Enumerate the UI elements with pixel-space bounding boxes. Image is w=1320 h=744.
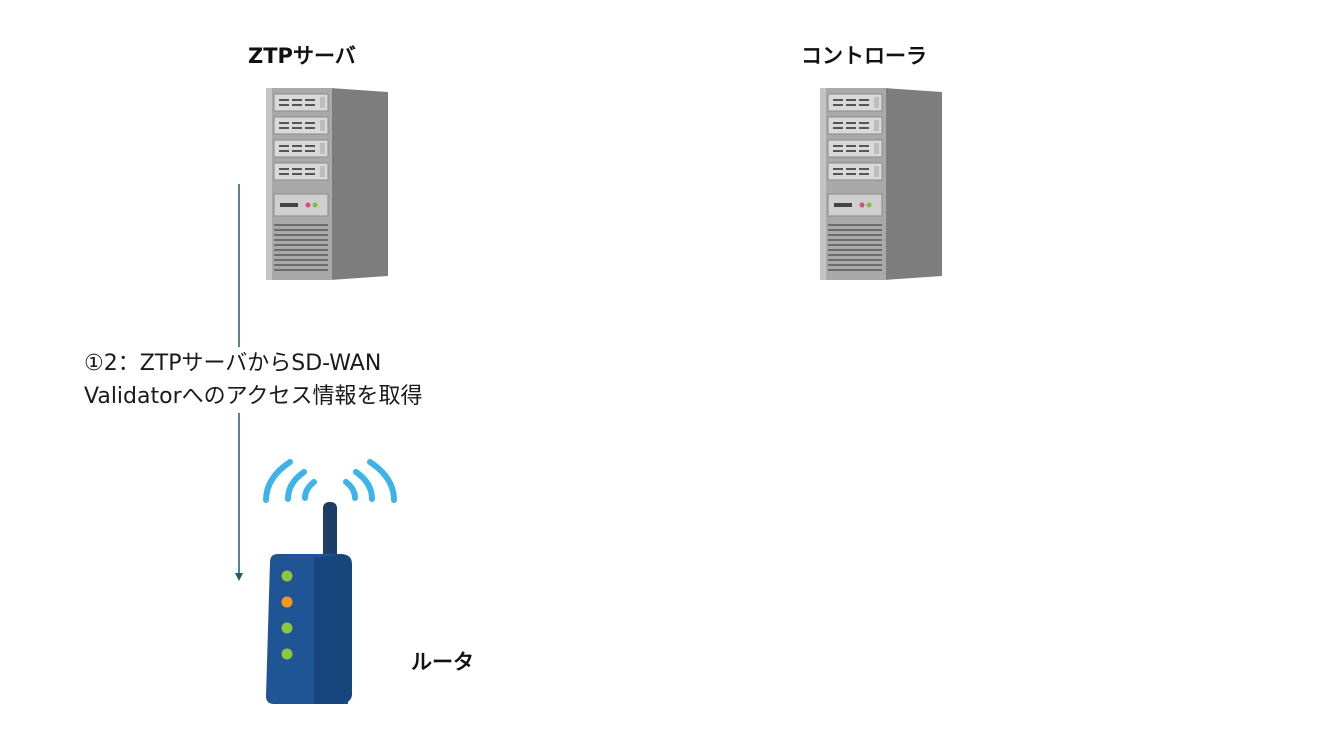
wifi-wave-icon (285, 469, 307, 502)
wifi-wave-icon (353, 469, 375, 502)
router-icon (263, 459, 397, 704)
controller-server-icon (820, 88, 942, 280)
wifi-wave-icon (343, 479, 358, 501)
step-description-line1: ①2：ZTPサーバからSD-WAN (84, 351, 382, 376)
step-description-line2: Validatorへのアクセス情報を取得 (84, 384, 423, 409)
server-tower-icon (266, 88, 388, 280)
step-description: ①2：ZTPサーバからSD-WAN Validatorへのアクセス情報を取得 (84, 347, 423, 413)
ztp-server-label: ZTPサーバ (248, 44, 356, 68)
wifi-wave-icon (367, 459, 397, 503)
wifi-wave-icon (302, 479, 317, 501)
wifi-router-icon (263, 459, 397, 704)
led-icon (281, 622, 293, 634)
ztp-server-icon (266, 88, 388, 280)
led-icon (281, 570, 293, 582)
wifi-wave-icon (263, 459, 293, 503)
led-icon (281, 648, 293, 660)
router-label: ルータ (411, 650, 474, 674)
led-icon (281, 596, 293, 608)
controller-label: コントローラ (801, 44, 927, 68)
server-tower-icon (820, 88, 942, 280)
